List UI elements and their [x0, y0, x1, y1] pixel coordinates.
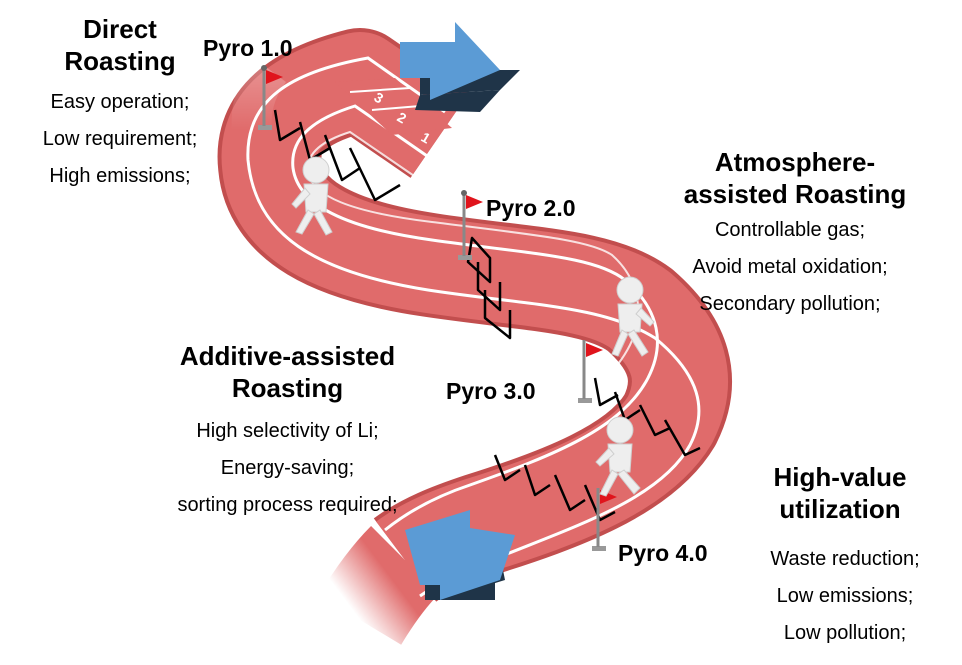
stage-1-label: Pyro 1.0 — [203, 35, 293, 61]
stage-3-items: High selectivity of Li; Energy-saving; s… — [145, 413, 430, 524]
hurdle — [523, 464, 551, 497]
stage-1-item: Easy operation; — [50, 91, 190, 113]
stage-3-title-line-1: Additive-assisted — [179, 341, 396, 371]
stage-2-title: Atmosphere- assisted Roasting — [660, 146, 930, 210]
runner-figure — [611, 276, 655, 357]
flag-pyro-1 — [258, 65, 283, 130]
stage-3-title: Additive-assisted Roasting — [155, 340, 420, 404]
hurdle — [323, 134, 361, 182]
stage-3-label: Pyro 3.0 — [446, 378, 536, 404]
stage-2-item: Avoid metal oxidation; — [692, 256, 888, 278]
stage-2-title-line-2: assisted Roasting — [683, 179, 907, 209]
stage-3-title-line-2: Roasting — [231, 373, 344, 403]
hurdle — [663, 419, 701, 457]
stage-1-item: High emissions; — [49, 165, 191, 187]
stage-3-item: sorting process required; — [177, 494, 398, 516]
stage-1-title-line-2: Roasting — [64, 46, 176, 76]
stage-4-title: High-value utilization — [745, 461, 935, 525]
flag-pyro-3 — [578, 340, 603, 403]
hurdle — [583, 484, 616, 522]
hurdle — [553, 474, 586, 512]
stage-4-title-line-2: utilization — [779, 494, 901, 524]
stage-4-item: Waste reduction; — [770, 548, 920, 570]
hurdle — [638, 404, 671, 437]
hurdle — [273, 109, 301, 142]
start-arrow — [400, 22, 520, 112]
stage-4-items: Waste reduction; Low emissions; Low poll… — [745, 541, 945, 652]
stage-2-label: Pyro 2.0 — [486, 195, 576, 221]
flag-pyro-2 — [458, 190, 483, 260]
stage-2-item: Secondary pollution; — [699, 293, 881, 315]
stage-1-item: Low requirement; — [42, 128, 198, 150]
hurdle — [466, 236, 492, 284]
hurdle — [348, 147, 401, 202]
stage-4-label: Pyro 4.0 — [618, 540, 708, 566]
stage-1-title-line-1: Direct — [83, 14, 157, 44]
hurdle — [493, 454, 521, 482]
stage-2-items: Controllable gas; Avoid metal oxidation;… — [670, 212, 910, 323]
runner-figure — [291, 156, 333, 236]
stage-2-item: Controllable gas; — [714, 219, 866, 241]
runner-figure — [595, 416, 641, 497]
stage-1-items: Easy operation; Low requirement; High em… — [10, 84, 230, 195]
stage-2-title-line-1: Atmosphere- — [714, 147, 876, 177]
stage-4-item: Low pollution; — [783, 622, 907, 644]
stage-3-item: Energy-saving; — [220, 457, 355, 479]
stage-4-item: Low emissions; — [776, 585, 914, 607]
hurdle — [483, 290, 512, 340]
hurdle — [593, 377, 619, 407]
stage-1-title: Direct Roasting — [30, 13, 210, 77]
stage-3-item: High selectivity of Li; — [196, 420, 379, 442]
end-arrow — [405, 510, 515, 600]
stage-4-title-line-1: High-value — [773, 462, 907, 492]
hurdle — [476, 262, 502, 312]
